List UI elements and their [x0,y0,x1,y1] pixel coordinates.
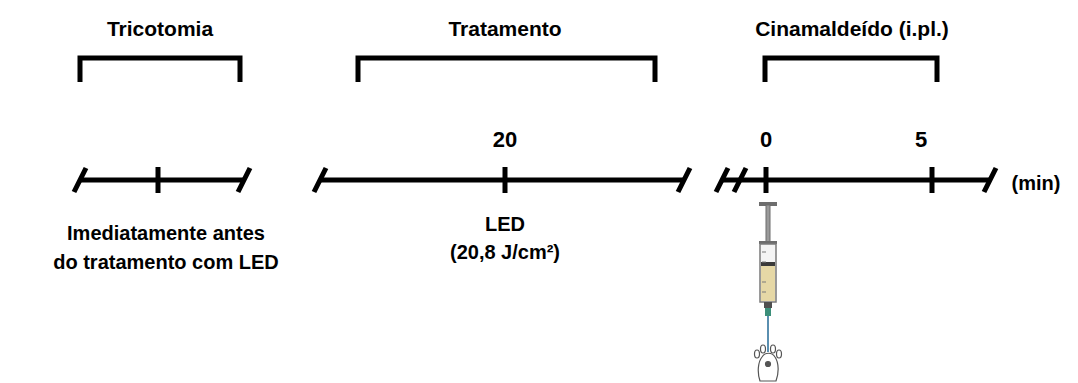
bracket [765,58,937,82]
timeline-axis [80,178,244,183]
axis-break [716,168,728,192]
axis-tick [156,167,161,193]
paw-icon [755,345,782,381]
heading-text: Tricotomia [107,16,213,41]
axis-tick [930,167,935,193]
syringe-icon [759,202,777,352]
bracket [358,58,655,82]
heading-text: Cinamaldeído (i.pl.) [755,16,949,41]
axis-break [984,168,996,192]
tick-number: 20 [493,127,517,153]
axis-tick [503,167,508,193]
axis-break [314,168,326,192]
tick-number: 5 [915,127,927,153]
axis-tick [764,167,769,193]
axis-break [74,168,86,192]
axis-break [238,168,250,192]
note-text: LED (20,8 J/cm²) [450,210,560,266]
axis-unit: (min) [1012,171,1061,195]
heading-text: Tratamento [448,16,561,41]
note-text: Imediatamente antes do tratamento com LE… [53,219,279,277]
tick-number: 0 [760,127,772,153]
timeline-axis [320,178,684,183]
axis-break [734,168,746,192]
timeline-axis [722,178,990,183]
axis-break [678,168,690,192]
bracket [80,58,240,82]
